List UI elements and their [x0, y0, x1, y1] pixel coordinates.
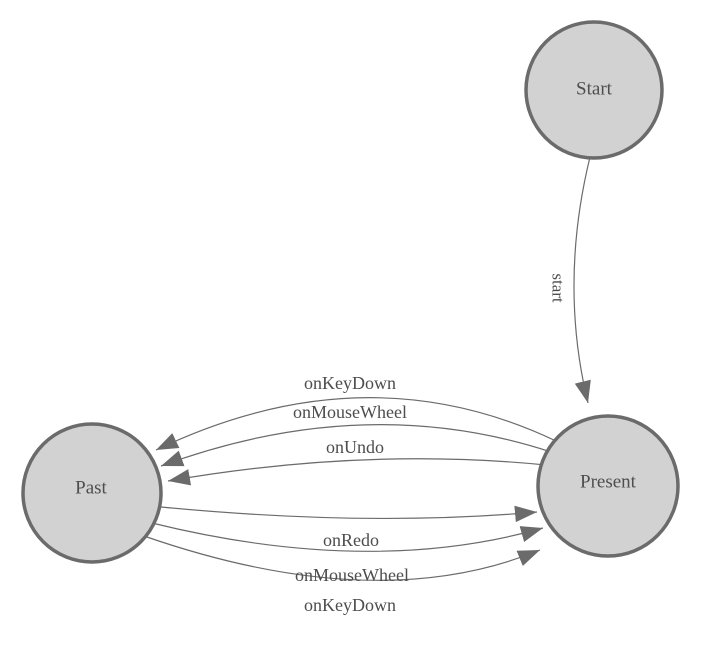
edge-label-onredo: onRedo: [323, 530, 379, 550]
node-past-circle[interactable]: [21, 422, 163, 564]
node-start-circle[interactable]: [524, 20, 664, 160]
edge-label-layer: start onKeyDown onMouseWheel onUndo onRe…: [293, 273, 567, 615]
edge-label-onmousewheel-top: onMouseWheel: [293, 402, 407, 422]
node-start-label: Start: [576, 79, 613, 100]
node-present[interactable]: Present: [536, 414, 680, 558]
edge-present-to-past-onmousewheel: [160, 424, 552, 467]
edge-label-onkeydown-bottom: onKeyDown: [304, 595, 396, 615]
edge-present-to-past-onundo: [167, 458, 547, 486]
edge-label-onundo: onUndo: [326, 437, 384, 457]
node-past[interactable]: Past: [21, 422, 163, 564]
edge-past-to-present-onmousewheel: [151, 522, 544, 552]
edge-start-to-present: [573, 156, 591, 404]
edge-label-start: start: [549, 273, 568, 303]
edge-layer: [143, 156, 591, 581]
node-start[interactable]: Start: [524, 20, 664, 160]
edge-label-onmousewheel-bottom: onMouseWheel: [295, 565, 409, 585]
edge-past-to-present-onkeydown: [143, 535, 541, 581]
edge-past-to-present-onredo: [160, 505, 538, 523]
edge-label-onkeydown-top: onKeyDown: [304, 373, 396, 393]
edge-present-to-past-onkeydown: [155, 397, 557, 451]
node-present-circle[interactable]: [536, 414, 680, 558]
node-past-label: Past: [75, 478, 107, 499]
node-present-label: Present: [580, 472, 637, 493]
